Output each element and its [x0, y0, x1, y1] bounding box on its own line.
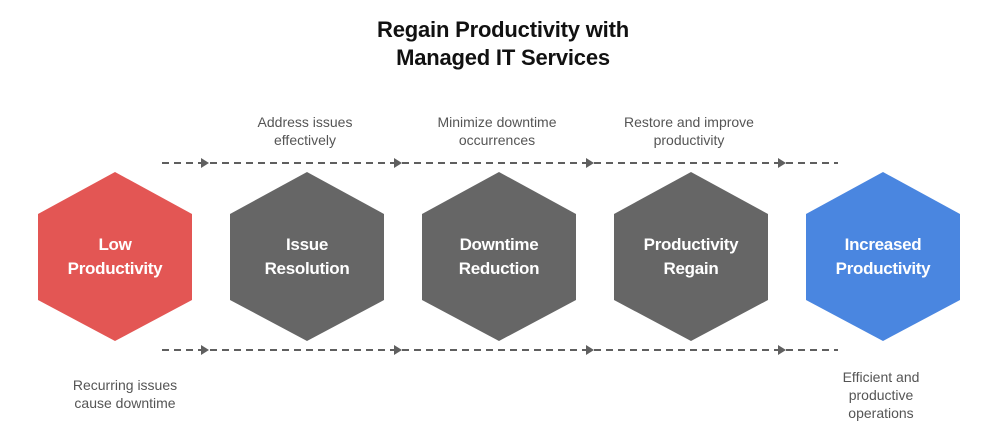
hexagon-step-1: [38, 172, 192, 341]
arrow-right-icon: [778, 345, 786, 355]
arrow-right-icon: [586, 345, 594, 355]
step-1-label: Low Productivity: [67, 235, 163, 278]
arrow-right-icon: [394, 345, 402, 355]
hexagon-step-2: [230, 172, 384, 341]
title-line-1: Regain Productivity with: [377, 17, 629, 42]
step-3-label: Downtime Reduction: [458, 235, 540, 278]
step-4-note: Restore and improve productivity: [624, 114, 754, 148]
bottom-connector-line: [162, 345, 838, 355]
step-2-label: Issue Resolution: [264, 235, 350, 278]
step-4-label: Productivity Regain: [643, 235, 739, 278]
arrow-right-icon: [201, 345, 209, 355]
step-3-note: Minimize downtime occurrences: [437, 114, 557, 148]
step-5-note: Efficient and productive operations: [842, 369, 920, 421]
hexagon-step-3: [422, 172, 576, 341]
arrow-right-icon: [201, 158, 209, 168]
step-2-note: Address issues effectively: [257, 114, 353, 148]
diagram-title: Regain Productivity with Managed IT Serv…: [0, 16, 1006, 72]
top-connector-line: [162, 158, 838, 168]
arrow-right-icon: [586, 158, 594, 168]
title-line-2: Managed IT Services: [396, 45, 610, 70]
arrow-right-icon: [778, 158, 786, 168]
hexagon-step-4: [614, 172, 768, 341]
step-5-label: Increased Productivity: [835, 235, 931, 278]
arrow-right-icon: [394, 158, 402, 168]
hexagon-step-5: [806, 172, 960, 341]
step-1-note: Recurring issues cause downtime: [72, 377, 178, 411]
